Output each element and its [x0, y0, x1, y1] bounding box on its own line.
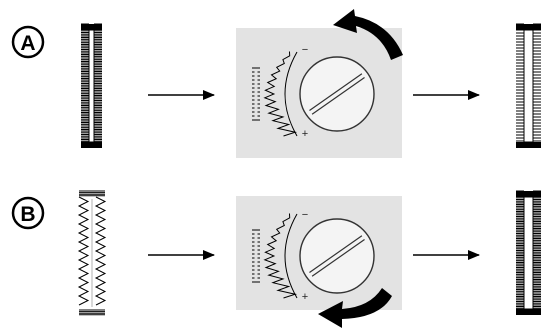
row-b-minus-sign: − [302, 209, 308, 221]
row-b-rotation-arrow-icon [318, 288, 392, 328]
row-a-density-dial [252, 51, 375, 137]
row-a-label: A [20, 32, 35, 55]
row-b-plus-sign: + [302, 291, 308, 303]
row-a-after-buttonhole [516, 23, 541, 148]
row-a-plus-sign: + [302, 128, 308, 140]
row-a-rotation-arrow-icon [333, 9, 403, 60]
row-a-dial-panel: − + [236, 9, 403, 158]
row-b-dial-panel: − + [236, 196, 402, 328]
row-b-label: B [20, 203, 35, 226]
row-b-before-buttonhole [77, 190, 107, 316]
row-a-before-buttonhole [81, 23, 102, 148]
row-b-badge: B [11, 196, 45, 230]
row-a: A − + [11, 9, 541, 158]
row-b: B − + [11, 190, 541, 328]
row-a-minus-sign: − [302, 44, 308, 56]
row-b-density-dial [252, 213, 375, 299]
row-a-badge: A [11, 25, 45, 59]
row-b-after-buttonhole [516, 190, 541, 315]
